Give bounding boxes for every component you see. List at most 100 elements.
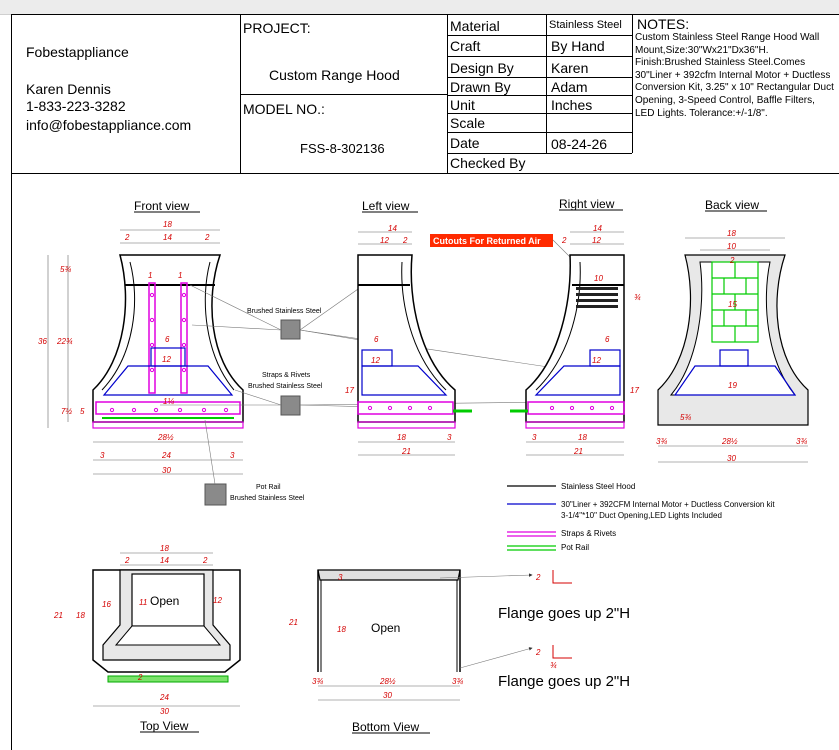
right-hood-inner [535,261,581,391]
right-view: 14 2 12 10 ¾ 6 12 17 3 18 21 [510,224,641,456]
dim-label: 12 [371,356,380,365]
back-liner [673,365,797,396]
rivet [569,405,575,411]
flange-detail-1 [552,570,572,584]
front-hood-inner-left [101,261,136,391]
spec-label-craft: Craft [450,38,481,54]
dim-label: 10 [727,242,736,251]
contact-phone: 1-833-223-3282 [26,98,126,114]
spec-label-material: Material [450,18,500,34]
legend-label-liner-2: 3-1/4"*10" Duct Opening,LED Lights Inclu… [561,511,722,520]
dim-label: 2 [561,236,567,245]
dim-label: 2 [535,573,541,582]
rivet [149,317,155,323]
rivet [427,405,433,411]
model-label: MODEL NO.: [243,101,325,117]
dim-label: 12 [380,236,389,245]
rivet [177,407,183,413]
front-strap-right [180,282,188,394]
rivet [223,407,229,413]
spec-label-scale: Scale [450,115,486,131]
rivet [407,405,413,411]
dim-label: 18 [76,611,85,620]
rivet [149,342,155,348]
rivet [131,407,137,413]
bottom-view: Open 3 21 18 3¾ 28½ 3¾ 30 2 2 ¾ [288,569,572,701]
dim-label: ¾ [550,661,557,670]
back-view: 18 10 2 15 19 5¾ 3¾ 28½ 3¾ 30 [656,229,809,463]
callout-straps-rivets: Straps & Rivets [262,372,311,379]
dim-label: 3 [230,451,235,460]
title-block-bottom-line [11,173,839,174]
dim-label: 19 [728,381,737,390]
company-name: Fobestappliance [26,44,129,60]
dim-label: 2 [124,556,130,565]
flange-note-1: Flange goes up 2"H [498,605,630,622]
dim-label: 5 [80,407,85,416]
model-value: FSS-8-302136 [300,141,385,156]
rivet [609,405,615,411]
bottom-view-title: Bottom View [352,720,419,734]
front-liner [102,365,234,396]
contact-email[interactable]: info@fobestappliance.com [26,117,192,133]
dim-label: 12 [162,355,171,364]
cutouts-label-bg [430,234,553,247]
spec-value-date: 08-24-26 [551,136,608,152]
callout-straps-brushed: Brushed Stainless Steel [248,383,323,390]
dim-label: 3 [447,433,452,442]
dim-label: 2 [729,256,735,265]
back-view-title: Back view [705,198,759,212]
title-block-divider-4 [632,14,633,153]
top-view: Open 18 2 14 2 21 18 16 11 12 2 24 30 [53,544,241,716]
legend-label-hood: Stainless Steel Hood [561,482,635,491]
dim-label: 11 [139,598,147,607]
front-strap-left [148,282,156,394]
dim-label: 12 [592,236,601,245]
rivet [589,405,595,411]
spec-label-design-by: Design By [450,60,514,76]
dim-label: 18 [337,625,346,634]
dim-label: 14 [388,224,397,233]
dim-label: 1 [178,271,182,280]
drawing-sheet [11,14,839,750]
air-cutout [576,305,618,308]
dim-label: 30 [162,466,171,475]
front-view: 18 2 14 2 1 1 6 12 1¼ 36 5¾ 22¾ 7½ 5 28½… [38,220,244,475]
dim-label: 18 [578,433,587,442]
dim-label: 15 [728,300,737,309]
dim-label: 12 [592,356,601,365]
dim-label: 30 [160,707,169,716]
dim-label: 3¾ [312,677,323,686]
legend-label-straps: Straps & Rivets [561,529,616,538]
flange-leader-1 [439,573,533,579]
contact-name: Karen Dennis [26,81,111,97]
callout-brushed-stainless: Brushed Stainless Steel [247,308,322,315]
dim-label: 18 [163,220,172,229]
rivet [153,407,159,413]
dim-label: 7½ [61,407,72,416]
spec-row-line-5 [447,113,632,114]
back-brick-grid [711,261,759,343]
spec-row-line-7 [447,153,632,154]
dim-label: 3¾ [452,677,463,686]
dim-label: 3¾ [796,437,807,446]
dim-label: 3 [532,433,537,442]
cutouts-label: Cutouts For Returned Air [433,236,541,246]
spec-value-unit: Inches [551,97,593,113]
bottom-top-trim [317,569,461,581]
bottom-open-label: Open [371,621,400,635]
flange-note-2: Flange goes up 2"H [498,673,630,690]
spec-row-line-1 [447,35,632,36]
dim-label: 21 [53,611,63,620]
callout-pot-rail: Pot Rail [256,484,281,491]
spec-row-line-3 [447,77,632,78]
rivet [549,405,555,411]
left-hood-outline [357,254,456,423]
dim-label: 6 [605,335,610,344]
notes-title: NOTES: [637,16,690,32]
left-bottom-trim [357,421,456,429]
dim-label: 6 [165,335,170,344]
left-strap-band [357,401,454,415]
left-hood-inner [401,261,447,391]
